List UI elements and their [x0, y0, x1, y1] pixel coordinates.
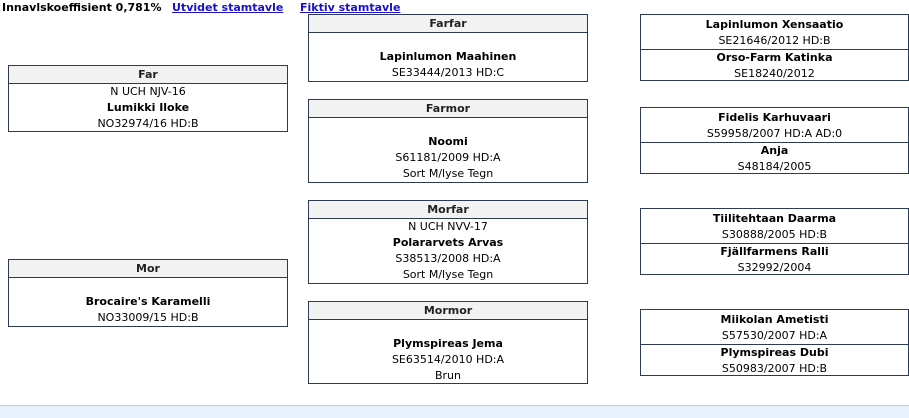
paternal-granddam-name[interactable]: Noomi: [428, 135, 468, 148]
fictive-pedigree-link[interactable]: Fiktiv stamtavle: [300, 1, 401, 14]
ggp2-sire-registration: S59958/2007 HD:A AD:0: [706, 127, 843, 140]
sire-box[interactable]: Far N UCH NJV-16 Lumikki Iloke NO32974/1…: [8, 65, 288, 132]
maternal-grandsire-color: Sort M/lyse Tegn: [402, 268, 494, 281]
sire-registration: NO32974/16 HD:B: [97, 117, 199, 130]
paternal-grandsire-heading: Farfar: [309, 15, 587, 33]
ggp3-dam-registration: S32992/2004: [737, 261, 812, 274]
maternal-grandsire-heading: Morfar: [309, 201, 587, 219]
paternal-grandsire-empty-line: [309, 33, 587, 49]
maternal-grandsire-title-line: N UCH NVV-17: [408, 220, 488, 233]
great-grandparents-pair-3: Tiilitehtaan Daarma S30888/2005 HD:B Fjä…: [640, 208, 909, 275]
dam-name[interactable]: Brocaire's Karamelli: [85, 295, 211, 308]
extended-pedigree-link[interactable]: Utvidet stamtavle: [172, 1, 284, 14]
paternal-granddam-box[interactable]: Farmor Noomi S61181/2009 HD:A Sort M/lys…: [308, 99, 588, 183]
maternal-granddam-name[interactable]: Plymspireas Jema: [393, 337, 503, 350]
ggp3-sire-registration: S30888/2005 HD:B: [721, 228, 828, 241]
ggp4-dam-registration: S50983/2007 HD:B: [721, 362, 828, 375]
inbreeding-coefficient: Innavlskoeffisient 0,781%: [2, 1, 162, 14]
paternal-grandsire-registration: SE33444/2013 HD:C: [391, 66, 505, 79]
ggp3-dam-name[interactable]: Fjällfarmens Ralli: [641, 243, 908, 260]
maternal-granddam-heading: Mormor: [309, 302, 587, 320]
sire-title-line: N UCH NJV-16: [110, 85, 186, 98]
maternal-granddam-color: Brun: [434, 369, 461, 382]
ggp4-sire-registration: S57530/2007 HD:A: [721, 329, 828, 342]
maternal-granddam-box[interactable]: Mormor Plymspireas Jema SE63514/2010 HD:…: [308, 301, 588, 384]
ggp1-sire-name[interactable]: Lapinlumon Xensaatio: [705, 18, 844, 31]
ggp2-dam-registration: S48184/2005: [737, 160, 812, 173]
paternal-grandsire-box[interactable]: Farfar Lapinlumon Maahinen SE33444/2013 …: [308, 14, 588, 82]
sire-heading: Far: [9, 66, 287, 84]
maternal-grandsire-box[interactable]: Morfar N UCH NVV-17 Polararvets Arvas S3…: [308, 200, 588, 284]
dam-box[interactable]: Mor Brocaire's Karamelli NO33009/15 HD:B: [8, 259, 288, 327]
paternal-granddam-empty-line: [309, 118, 587, 134]
maternal-grandsire-name[interactable]: Polararvets Arvas: [392, 236, 504, 249]
great-grandparents-pair-1: Lapinlumon Xensaatio SE21646/2012 HD:B O…: [640, 14, 909, 81]
paternal-granddam-heading: Farmor: [309, 100, 587, 118]
maternal-granddam-empty-line: [309, 320, 587, 336]
paternal-grandsire-name[interactable]: Lapinlumon Maahinen: [379, 50, 517, 63]
maternal-grandsire-registration: S38513/2008 HD:A: [395, 252, 501, 265]
ggp1-dam-name[interactable]: Orso-Farm Katinka: [641, 49, 908, 66]
ggp4-dam-name[interactable]: Plymspireas Dubi: [641, 344, 908, 361]
ggp4-sire-name[interactable]: Miikolan Ametisti: [720, 313, 829, 326]
ggp2-dam-name[interactable]: Anja: [641, 142, 908, 159]
great-grandparents-pair-4: Miikolan Ametisti S57530/2007 HD:A Plyms…: [640, 309, 909, 376]
ggp3-sire-name[interactable]: Tiilitehtaan Daarma: [712, 212, 837, 225]
ggp1-sire-registration: SE21646/2012 HD:B: [718, 34, 831, 47]
great-grandparents-pair-2: Fidelis Karhuvaari S59958/2007 HD:A AD:0…: [640, 107, 909, 174]
dam-empty-line: [9, 278, 287, 294]
ggp2-sire-name[interactable]: Fidelis Karhuvaari: [718, 111, 831, 124]
dam-heading: Mor: [9, 260, 287, 278]
maternal-granddam-registration: SE63514/2010 HD:A: [391, 353, 505, 366]
footer-strip: [0, 405, 909, 418]
ggp1-dam-registration: SE18240/2012: [734, 67, 815, 80]
dam-registration: NO33009/15 HD:B: [97, 311, 199, 324]
paternal-granddam-color: Sort M/lyse Tegn: [402, 167, 494, 180]
paternal-granddam-registration: S61181/2009 HD:A: [395, 151, 501, 164]
sire-name[interactable]: Lumikki Iloke: [106, 101, 190, 114]
